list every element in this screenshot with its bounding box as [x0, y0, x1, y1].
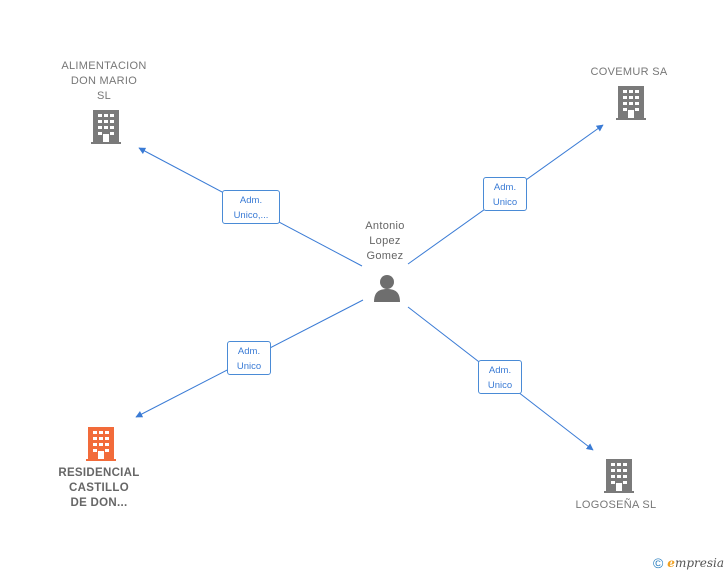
company-name-covemur[interactable]: COVEMUR SA [590, 66, 668, 78]
empresia-logo[interactable]: empresia [667, 556, 724, 570]
building-icon[interactable] [91, 110, 121, 144]
company-name-alimentacion[interactable]: ALIMENTACION DON MARIO SL [61, 60, 147, 102]
role-label-covemur: Adm. Unico [483, 177, 527, 211]
footer-brand: © empresia [653, 555, 724, 571]
copyright-symbol: © [652, 555, 664, 571]
person-icon[interactable] [374, 275, 400, 302]
building-icon[interactable] [86, 427, 116, 461]
person-name[interactable]: Antonio Lopez Gomez [365, 220, 405, 262]
company-name-logosena[interactable]: LOGOSEÑA SL [575, 499, 657, 511]
company-name-residencial[interactable]: RESIDENCIAL CASTILLO DE DON... [58, 467, 140, 509]
building-icon[interactable] [604, 459, 634, 493]
role-label-alimentacion: Adm. Unico,... [222, 190, 280, 224]
role-label-residencial: Adm. Unico [227, 341, 271, 375]
building-icon[interactable] [616, 86, 646, 120]
role-label-logosena: Adm. Unico [478, 360, 522, 394]
